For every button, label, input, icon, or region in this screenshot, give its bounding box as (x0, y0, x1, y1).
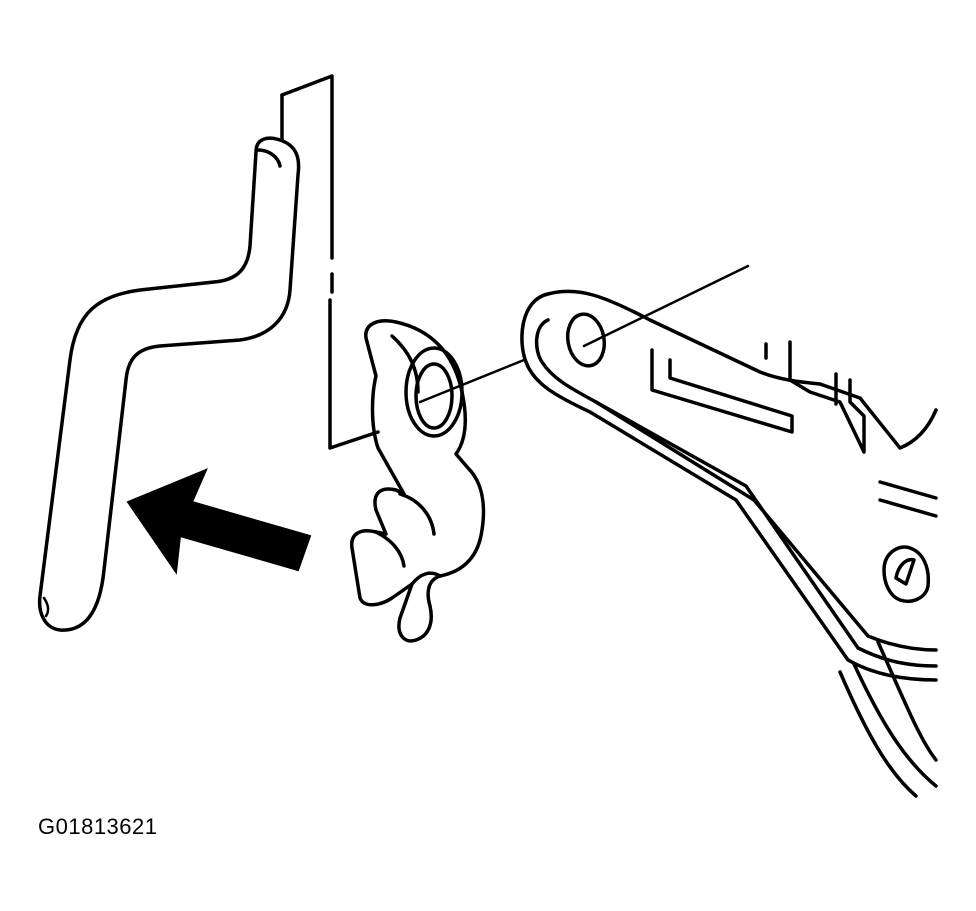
mounting-bracket (280, 74, 380, 450)
alignment-leader-line (418, 264, 750, 404)
direction-arrow-icon (126, 468, 312, 575)
linkage-rod (37, 136, 301, 632)
retaining-clip (350, 319, 486, 643)
figure-id-label: G01813621 (38, 814, 158, 839)
shift-lever-assembly (520, 289, 938, 798)
